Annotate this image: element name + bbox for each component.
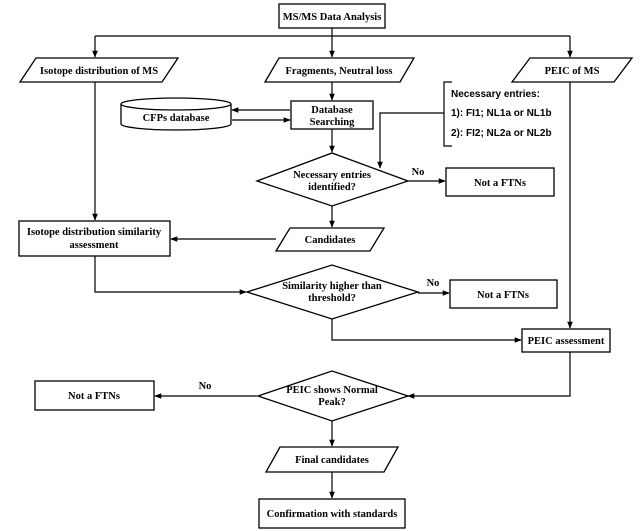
node-fragments: Fragments, Neutral loss xyxy=(263,57,416,83)
necessary-entries-item2: 2): FI2; NL2a or NL2b xyxy=(451,128,552,139)
edge-label-no-3: No xyxy=(199,381,212,392)
edge-assess-to-decision2 xyxy=(94,256,247,295)
node-cfps-database-label: CFPs database xyxy=(143,113,210,124)
node-final-candidates: Final candidates xyxy=(264,446,400,473)
node-decision-similarity: Similarity higher than threshold? xyxy=(244,264,421,320)
node-db-search-line2: Searching xyxy=(310,117,355,128)
node-peic-assess-label: PEIC assessment xyxy=(528,336,605,347)
edge-necessary-to-decision1 xyxy=(377,112,444,169)
node-decision-necessary: Necessary entries identified? xyxy=(255,152,410,207)
necessary-entries-title: Necessary entries: xyxy=(451,89,540,100)
node-isotope-assessment: Isotope distribution similarity assessme… xyxy=(18,220,171,257)
node-database-searching: Database Searching xyxy=(290,100,374,130)
node-not-ftn-3: Not a FTNs xyxy=(34,380,155,411)
node-peic-ms: PEIC of MS xyxy=(510,57,634,83)
node-necessary-entries: Necessary entries: 1): FI1; NL1a or NL1b… xyxy=(443,81,552,147)
node-not-ftn-2: Not a FTNs xyxy=(449,279,558,309)
node-peic-assessment: PEIC assessment xyxy=(521,328,611,353)
edges xyxy=(92,28,573,499)
node-not-ftn-3-label: Not a FTNs xyxy=(68,391,120,402)
node-decision2-line2: threshold? xyxy=(308,293,356,304)
node-decision3-line1: PEIC shows Normal xyxy=(286,385,378,396)
node-cfps-database: CFPs database xyxy=(120,97,232,131)
node-not-ftn-1-label: Not a FTNs xyxy=(474,178,526,189)
node-confirmation-label: Confirmation with standards xyxy=(267,509,398,520)
node-fragments-label: Fragments, Neutral loss xyxy=(285,66,392,77)
node-decision1-line2: identified? xyxy=(308,182,356,193)
node-candidates-label: Candidates xyxy=(305,235,356,246)
node-final-candidates-label: Final candidates xyxy=(295,455,369,466)
node-isotope-assess-line2: assessment xyxy=(70,240,120,251)
node-decision2-line1: Similarity higher than xyxy=(282,281,382,292)
edge-label-no-1: No xyxy=(412,167,425,178)
node-isotope-assess-line1: Isotope distribution similarity xyxy=(27,227,162,238)
node-not-ftn-2-label: Not a FTNs xyxy=(477,290,529,301)
necessary-entries-item1: 1): FI1; NL1a or NL1b xyxy=(451,108,552,119)
node-peic-ms-label: PEIC of MS xyxy=(545,66,600,77)
edge-decision2-to-peic-assess xyxy=(331,319,522,343)
node-db-search-line1: Database xyxy=(311,105,353,116)
node-decision3-line2: Peak? xyxy=(318,397,345,408)
node-candidates: Candidates xyxy=(274,227,386,252)
node-ms-analysis: MS/MS Data Analysis xyxy=(278,3,386,29)
node-ms-analysis-label: MS/MS Data Analysis xyxy=(283,12,382,23)
node-decision1-line1: Necessary entries xyxy=(293,170,371,181)
node-isotope-ms-label: Isotope distribution of MS xyxy=(40,66,158,77)
edge-label-no-2: No xyxy=(427,278,440,289)
node-confirmation: Confirmation with standards xyxy=(258,498,406,529)
node-isotope-ms: Isotope distribution of MS xyxy=(18,57,180,83)
node-not-ftn-1: Not a FTNs xyxy=(445,167,555,197)
node-decision-peic: PEIC shows Normal Peak? xyxy=(255,370,411,422)
edge-peic-assess-to-decision3 xyxy=(407,352,571,399)
